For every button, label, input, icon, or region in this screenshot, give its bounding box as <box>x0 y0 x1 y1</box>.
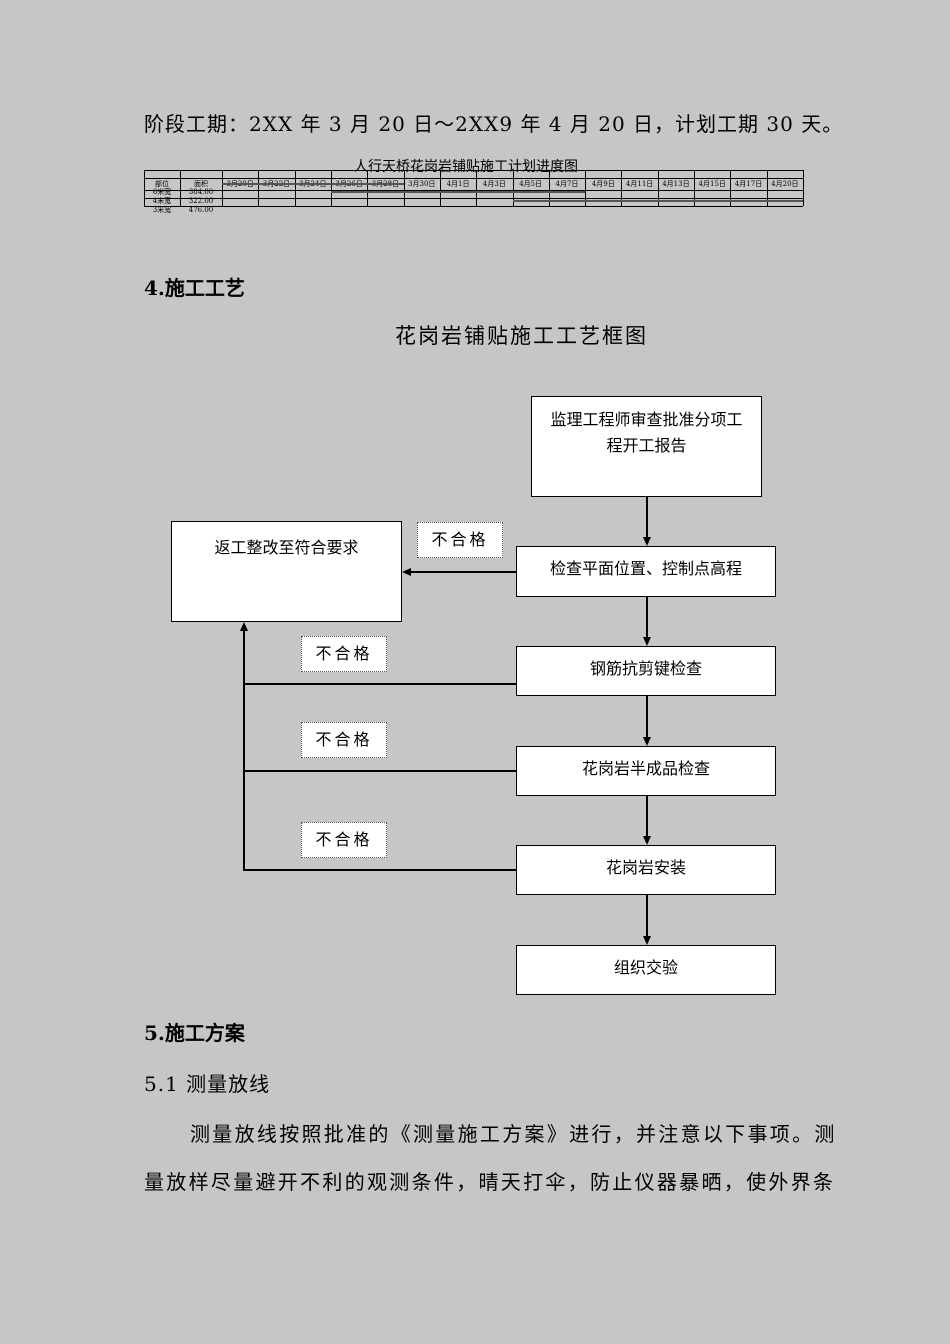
grid-line <box>144 170 145 206</box>
subsection-heading: 5.1 测量放线 <box>144 1072 271 1096</box>
paragraph-line: 量放样尽量避开不利的观测条件，晴天打伞，防止仪器暴晒，使外界条 <box>144 1170 836 1194</box>
grid-line <box>222 170 223 206</box>
grid-line <box>512 170 514 206</box>
row-part: 3米宽 <box>152 206 172 214</box>
arrow-left-icon <box>402 568 411 576</box>
grid-line <box>144 178 803 179</box>
header-date: 3月30日 <box>408 180 436 188</box>
fail-label: 不合格 <box>301 722 387 758</box>
row-part: 6米宽 <box>152 188 172 196</box>
gantt-bar <box>512 200 803 202</box>
grid-line <box>694 170 696 206</box>
grid-line <box>180 170 181 206</box>
approval-box: 监理工程师审查批准分项工程开工报告 <box>531 396 762 497</box>
header-date: 4月5日 <box>519 180 543 188</box>
grid-line <box>294 170 296 206</box>
grid-line <box>803 170 804 206</box>
check-position-box: 检查平面位置、控制点高程 <box>516 546 776 597</box>
fail-label: 不合格 <box>417 522 503 558</box>
row-area: 384.00 <box>188 188 214 196</box>
row-part: 4米宽 <box>152 197 172 205</box>
grid-line <box>144 198 803 199</box>
fail-label: 不合格 <box>301 636 387 672</box>
grid-line <box>766 170 768 206</box>
rework-box: 返工整改至符合要求 <box>171 521 402 622</box>
row-area: 476.00 <box>188 206 214 214</box>
header-date: 4月20日 <box>771 180 799 188</box>
header-date: 4月15日 <box>698 180 726 188</box>
gantt-bar <box>222 183 404 185</box>
gantt-title: 人行天桥花岗岩铺贴施工计划进度图 <box>354 159 578 175</box>
header-date: 4月13日 <box>662 180 690 188</box>
gantt-table: 人行天桥花岗岩铺贴施工计划进度图 部位面积3月20日3月22日3月24日3月26… <box>144 159 804 217</box>
grid-line <box>730 170 732 206</box>
grid-line <box>657 170 659 206</box>
arrow-down-icon <box>643 637 651 646</box>
check-semi-finished-box: 花岗岩半成品检查 <box>516 746 776 796</box>
check-rebar-box: 钢筋抗剪键检查 <box>516 646 776 696</box>
header-part: 部位 <box>155 180 169 188</box>
acceptance-box: 组织交验 <box>516 945 776 995</box>
paragraph-line: 测量放线按照批准的《测量施工方案》进行，并注意以下事项。测 <box>190 1122 837 1146</box>
fail-label: 不合格 <box>301 822 387 858</box>
grid-line <box>144 190 803 191</box>
schedule-line: 阶段工期：2XX 年 3 月 20 日～2XX9 年 4 月 20 日，计划工期… <box>144 112 844 136</box>
section-5-heading: 5.施工方案 <box>144 1021 245 1045</box>
grid-line <box>476 170 478 206</box>
header-date: 4月3日 <box>482 180 506 188</box>
gantt-bar <box>330 191 586 193</box>
arrow-up-icon <box>240 622 248 631</box>
grid-line <box>439 170 441 206</box>
grid-line <box>548 170 550 206</box>
header-date: 4月1日 <box>446 180 470 188</box>
row-area: 322.00 <box>188 197 214 205</box>
grid-line <box>144 206 803 207</box>
header-date: 4月9日 <box>591 180 615 188</box>
grid-line <box>367 170 369 206</box>
arrow-down-icon <box>643 936 651 945</box>
grid-line <box>403 170 405 206</box>
header-date: 4月7日 <box>555 180 579 188</box>
grid-line <box>585 170 587 206</box>
header-area: 面积 <box>194 180 208 188</box>
grid-line <box>621 170 623 206</box>
header-date: 4月17日 <box>734 180 763 188</box>
flowchart-title: 花岗岩铺贴施工工艺框图 <box>395 324 648 348</box>
section-4-heading: 4.施工工艺 <box>144 276 245 300</box>
arrow-down-icon <box>643 836 651 845</box>
header-date: 4月11日 <box>625 180 654 188</box>
grid-line <box>330 170 332 206</box>
grid-line <box>258 170 260 206</box>
install-box: 花岗岩安装 <box>516 845 776 895</box>
arrow-down-icon <box>643 537 651 546</box>
grid-line <box>144 170 803 171</box>
arrow-down-icon <box>643 737 651 746</box>
